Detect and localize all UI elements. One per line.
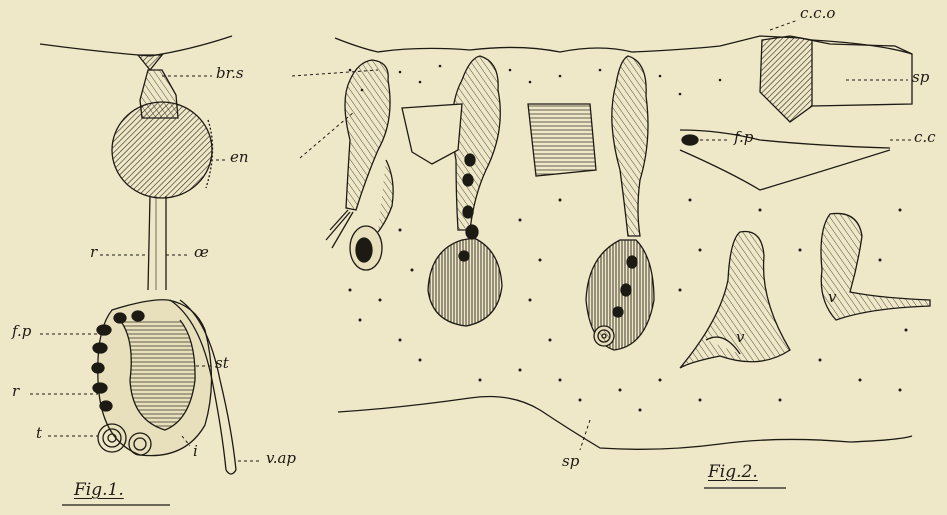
vascular-ampulla-2 <box>821 213 930 320</box>
label-v-2: v <box>828 290 836 305</box>
branchial-siphon <box>40 36 232 56</box>
figure-2-drawing <box>326 36 930 449</box>
tunic-bottom-edge <box>338 397 912 450</box>
label-br-s: br.s <box>216 66 244 81</box>
zooid-right <box>586 56 654 350</box>
label-en: en <box>230 150 249 165</box>
label-r-upper: r <box>90 245 97 260</box>
caption-fig-2: Fig.2. <box>708 464 758 481</box>
label-fp-fig2: f.p <box>734 130 753 145</box>
label-c-c: c.c <box>914 130 936 145</box>
section-block-1 <box>402 104 462 164</box>
label-sp-bottom: sp <box>562 454 579 469</box>
zooid-middle <box>428 56 502 326</box>
label-fp-fig1: f.p <box>12 324 31 339</box>
section-block-2 <box>528 104 596 176</box>
label-i: i <box>193 444 198 459</box>
label-r-lower: r <box>12 384 19 399</box>
endostyle <box>112 102 212 198</box>
label-sp-right: sp <box>912 70 929 85</box>
tunic-top-edge <box>335 36 912 54</box>
zooid-left <box>326 60 393 270</box>
label-v-1: v <box>736 330 744 345</box>
label-v-ap: v.ap <box>266 451 296 466</box>
label-oe: œ <box>194 245 209 260</box>
label-c-c-o: c.c.o <box>800 6 835 21</box>
caption-fig-1: Fig.1. <box>74 482 124 499</box>
label-st: st <box>215 356 229 371</box>
label-t: t <box>36 426 42 441</box>
